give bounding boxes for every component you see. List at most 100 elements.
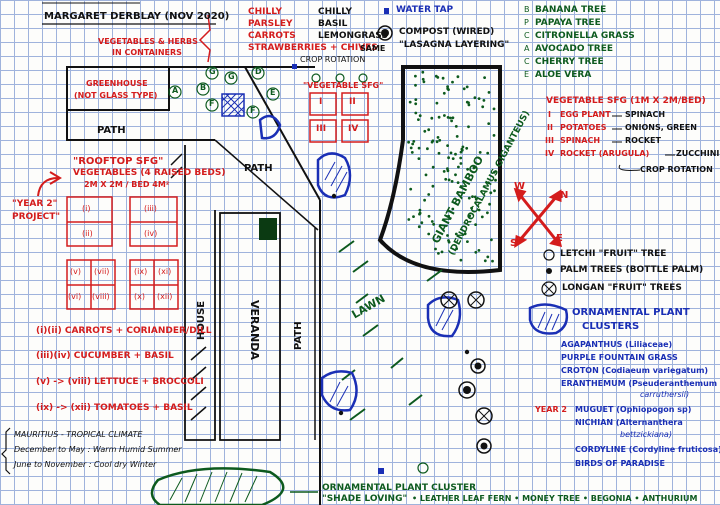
tree-marker-letter: D bbox=[255, 67, 262, 76]
tree-legend-key: C bbox=[524, 31, 530, 40]
veg-legend-next: SPINACH bbox=[625, 110, 666, 119]
container-pair: BASIL bbox=[318, 19, 348, 29]
ornamental-item: MUGUET (Ophiopogon sp) bbox=[575, 405, 692, 414]
veg-cell: I bbox=[319, 97, 323, 107]
veg-legend-title: VEGETABLE SFG (1M X 2M/BED) bbox=[546, 96, 706, 106]
ornamental-title: CLUSTERS bbox=[582, 321, 640, 332]
tree-legend-key: P bbox=[524, 18, 529, 27]
bamboo-dot bbox=[418, 211, 422, 215]
bamboo-dot bbox=[446, 144, 449, 148]
tree-marker-letter: E bbox=[270, 88, 276, 97]
climate-line: June to November : Cool dry Winter bbox=[14, 460, 157, 469]
bamboo-dot bbox=[494, 178, 497, 182]
bamboo-dot bbox=[417, 157, 421, 161]
bamboo-dot bbox=[467, 125, 470, 129]
bamboo-dot bbox=[444, 177, 448, 181]
fruit-legend-item: LONGAN "FRUIT" TREES bbox=[562, 283, 682, 293]
bamboo-dot bbox=[493, 170, 496, 174]
bamboo-dot bbox=[478, 151, 482, 154]
year2-arrow bbox=[37, 177, 59, 197]
bamboo-dot bbox=[474, 197, 478, 201]
bamboo-dot bbox=[447, 156, 450, 160]
bamboo-dot bbox=[421, 77, 425, 81]
crop-legend-row: (ix) -> (xii) TOMATOES + BASIL bbox=[36, 403, 193, 413]
bamboo-dot bbox=[436, 136, 440, 139]
bamboo-dot bbox=[459, 258, 463, 262]
climate-bracket bbox=[1, 427, 11, 475]
bamboo-dot bbox=[450, 180, 454, 183]
bamboo-dot bbox=[417, 118, 420, 121]
veg-legend-next: ZUCCHINI bbox=[676, 149, 720, 158]
bamboo-dot bbox=[418, 114, 422, 118]
bamboo-dot bbox=[438, 138, 442, 142]
bamboo-dot bbox=[465, 146, 469, 150]
container-item: CHILLY bbox=[248, 7, 283, 17]
bamboo-dot bbox=[446, 167, 449, 171]
bamboo-dot bbox=[473, 195, 477, 199]
bamboo-dot bbox=[422, 80, 426, 84]
veg-sfg-label: "VEGETABLE SFG" bbox=[303, 81, 384, 90]
bamboo-dot bbox=[407, 140, 410, 144]
climate-line: MAURITIUS - TROPICAL CLIMATE bbox=[14, 430, 143, 439]
bamboo-dot bbox=[477, 249, 481, 252]
bamboo-dot bbox=[449, 116, 452, 120]
bamboo-dot bbox=[423, 198, 426, 202]
bamboo-dot bbox=[435, 140, 439, 144]
bamboo-dot bbox=[471, 195, 474, 199]
rooftop-title: "ROOFTOP SFG" bbox=[73, 156, 164, 167]
veranda-outline bbox=[219, 212, 281, 441]
tap-marker bbox=[292, 64, 297, 69]
ornamental-item: BIRDS OF PARADISE bbox=[575, 459, 665, 468]
bamboo-dots bbox=[407, 70, 497, 263]
tree-marker-letter: G bbox=[228, 72, 235, 81]
bed-cell: (x) bbox=[134, 292, 145, 301]
bamboo-dot bbox=[426, 147, 429, 151]
bamboo-dot bbox=[451, 80, 454, 84]
bamboo-dot bbox=[431, 184, 435, 188]
tree-legend-item: BANANA TREE bbox=[535, 5, 607, 15]
bamboo-dot bbox=[474, 223, 477, 227]
bamboo-dot bbox=[446, 234, 449, 237]
bamboo-dot bbox=[437, 252, 440, 255]
greenhouse-label: GREENHOUSE bbox=[86, 79, 148, 88]
tree-marker-letter: G bbox=[209, 67, 216, 76]
bamboo-dot bbox=[477, 97, 481, 100]
compass-n: N bbox=[560, 190, 569, 201]
bamboo-dot bbox=[423, 129, 427, 133]
bamboo-dot bbox=[486, 211, 489, 215]
bamboo-dot bbox=[465, 85, 469, 89]
bamboo-dot bbox=[473, 96, 477, 100]
bamboo-dot bbox=[467, 196, 471, 200]
bamboo-dot bbox=[455, 247, 458, 251]
bamboo-dot bbox=[455, 135, 459, 138]
bamboo-dot bbox=[440, 250, 444, 254]
veg-legend-crop: EGG PLANT bbox=[560, 110, 611, 119]
container-item: PARSLEY bbox=[248, 19, 293, 29]
veg-legend-next: ONIONS, GREEN bbox=[625, 123, 697, 132]
bamboo-dot bbox=[414, 102, 418, 106]
tree-marker-letter: A bbox=[172, 86, 179, 95]
bamboo-dot bbox=[446, 116, 450, 119]
bamboo-dot bbox=[470, 206, 473, 210]
ornamental-item: carruthersii) bbox=[640, 390, 690, 399]
bed-cell: (iv) bbox=[144, 229, 158, 238]
bamboo-dot bbox=[414, 74, 417, 78]
bamboo-dot bbox=[474, 250, 478, 254]
tree-legend-key: B bbox=[524, 5, 530, 14]
bed-cell: (vii) bbox=[94, 267, 110, 276]
bamboo-dot bbox=[447, 178, 451, 182]
climate-line: December to May : Warm Humid Summer bbox=[14, 445, 182, 454]
bamboo-dot bbox=[449, 151, 453, 155]
bamboo-dot bbox=[427, 128, 431, 132]
shade-hatch bbox=[169, 471, 258, 503]
bamboo-dot bbox=[459, 162, 463, 165]
veg-cell: IV bbox=[348, 124, 359, 134]
bamboo-dot bbox=[454, 232, 458, 236]
bamboo-dot bbox=[417, 146, 421, 150]
bamboo-dot bbox=[465, 100, 469, 104]
bed-cell: (iii) bbox=[144, 204, 157, 213]
veg-legend-crop: ROCKET (ARUGULA) bbox=[560, 149, 650, 158]
crop-legend-row: (v) -> (viii) LETTUCE + BROCCOLI bbox=[36, 377, 204, 387]
compost-label: COMPOST (WIRED) bbox=[399, 27, 495, 37]
containers-label: IN CONTAINERS bbox=[112, 48, 182, 57]
